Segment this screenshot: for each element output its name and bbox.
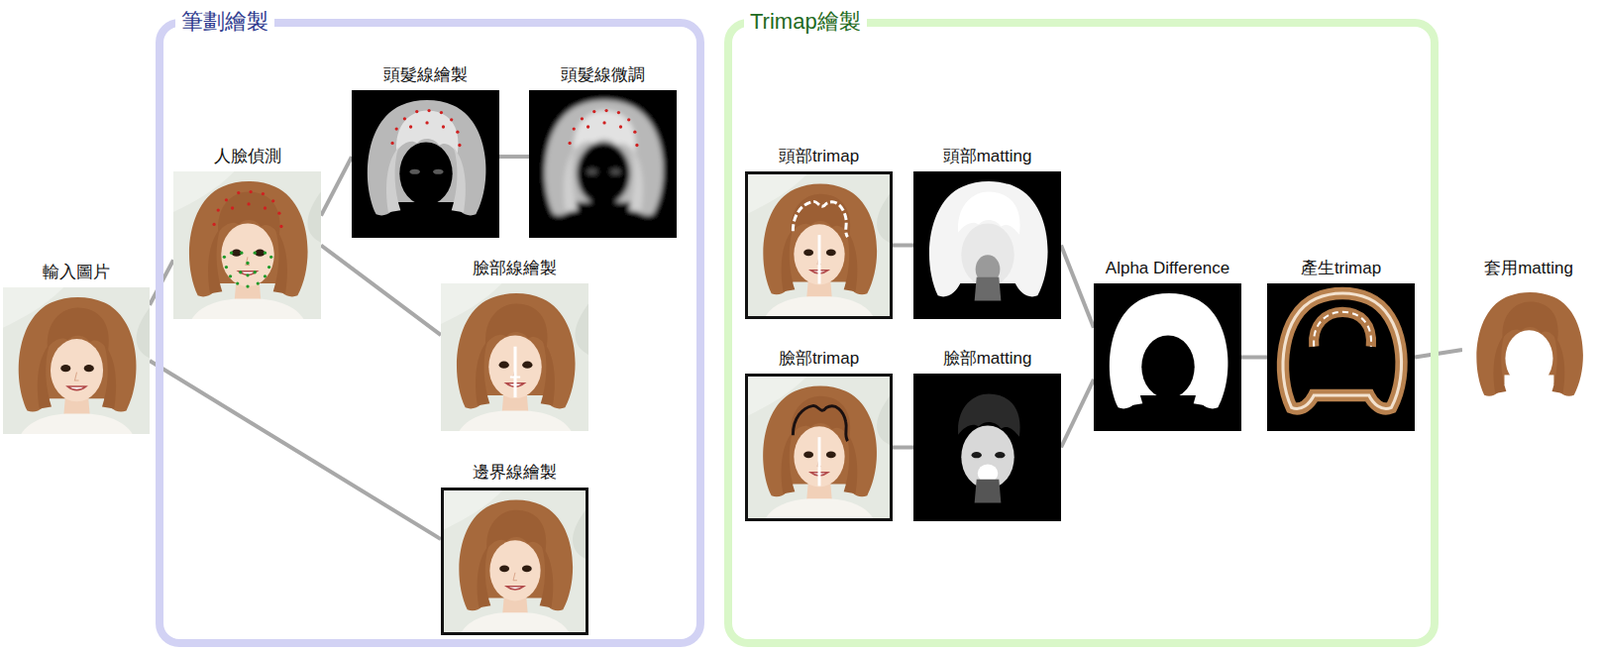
step-illustration — [529, 90, 677, 238]
illustration — [1267, 283, 1415, 431]
image-step: 臉部線繪製 — [440, 257, 589, 431]
image-step: 頭髮線繪製 — [351, 64, 500, 238]
flow-connector — [892, 243, 914, 248]
image-step: Alpha Difference — [1093, 257, 1242, 431]
flow-connector — [499, 154, 530, 159]
flow-connector — [320, 245, 441, 336]
illustration — [351, 90, 500, 238]
step-image — [173, 171, 321, 320]
step-image — [745, 373, 893, 522]
step-illustration — [351, 90, 500, 238]
step-illustration — [443, 490, 586, 633]
step-caption: 人臉偵測 — [173, 145, 321, 168]
image-step: 邊界線繪製 — [440, 461, 589, 636]
step-caption: 臉部線繪製 — [440, 257, 589, 280]
step-image — [913, 373, 1062, 522]
group-title: 筆劃繪製 — [175, 7, 275, 36]
illustration — [443, 490, 586, 633]
step-illustration — [913, 171, 1062, 320]
illustration — [1093, 283, 1242, 431]
step-image — [440, 283, 589, 431]
image-step: 人臉偵測 — [173, 145, 321, 320]
image-step: 頭部matting — [913, 145, 1062, 320]
step-illustration — [747, 376, 890, 519]
step-image — [745, 171, 893, 320]
illustration — [913, 373, 1062, 522]
image-step: 產生trimap — [1267, 257, 1415, 431]
illustration — [747, 174, 890, 317]
step-caption: 頭髮線繪製 — [351, 64, 500, 87]
step-illustration — [2, 287, 150, 434]
illustration — [747, 376, 890, 519]
illustration — [440, 283, 589, 431]
step-caption: 邊界線繪製 — [440, 461, 589, 484]
step-image — [351, 90, 500, 238]
image-step: 套用matting — [1462, 257, 1596, 417]
group-title: Trimap繪製 — [744, 7, 867, 36]
step-caption: Alpha Difference — [1093, 257, 1242, 280]
step-image — [1267, 283, 1415, 431]
illustration — [913, 171, 1062, 320]
step-caption: 頭髮線微調 — [529, 64, 677, 87]
step-illustration — [913, 373, 1062, 522]
step-image — [440, 487, 589, 636]
step-caption: 產生trimap — [1267, 257, 1415, 280]
stage-group: Trimap繪製頭部trimap頭部matting臉部trimap臉部matti… — [724, 18, 1439, 647]
step-caption: 頭部trimap — [745, 145, 893, 168]
stage-group: 筆劃繪製人臉偵測頭髮線繪製頭髮線微調臉部線繪製邊界線繪製 — [155, 18, 705, 647]
flow-connector — [1414, 349, 1463, 358]
step-image — [1093, 283, 1242, 431]
image-step: 頭髮線微調 — [529, 64, 677, 238]
flow-connector — [1061, 245, 1094, 328]
step-illustration — [173, 171, 321, 320]
flow-connector — [892, 445, 914, 450]
step-image — [913, 171, 1062, 320]
illustration — [1462, 283, 1596, 417]
step-image — [529, 90, 677, 238]
step-illustration — [440, 283, 589, 431]
step-image — [2, 287, 150, 434]
step-illustration — [747, 174, 890, 317]
image-step: 輸入圖片 — [2, 261, 150, 434]
step-illustration — [1267, 283, 1415, 431]
illustration — [2, 287, 150, 434]
step-illustration — [1093, 283, 1242, 431]
illustration — [529, 90, 677, 238]
step-caption: 臉部trimap — [745, 347, 893, 370]
step-caption: 套用matting — [1462, 257, 1596, 280]
flow-connector — [1241, 355, 1268, 360]
step-caption: 臉部matting — [913, 347, 1062, 370]
image-step: 臉部trimap — [745, 347, 893, 522]
step-image — [1462, 283, 1596, 417]
flow-connector — [1061, 379, 1094, 448]
image-step: 臉部matting — [913, 347, 1062, 522]
illustration — [173, 171, 321, 320]
step-caption: 輸入圖片 — [2, 261, 150, 284]
image-step: 頭部trimap — [745, 145, 893, 320]
step-caption: 頭部matting — [913, 145, 1062, 168]
step-illustration — [1462, 283, 1596, 417]
flow-connector — [149, 360, 441, 539]
flow-connector — [320, 156, 352, 216]
